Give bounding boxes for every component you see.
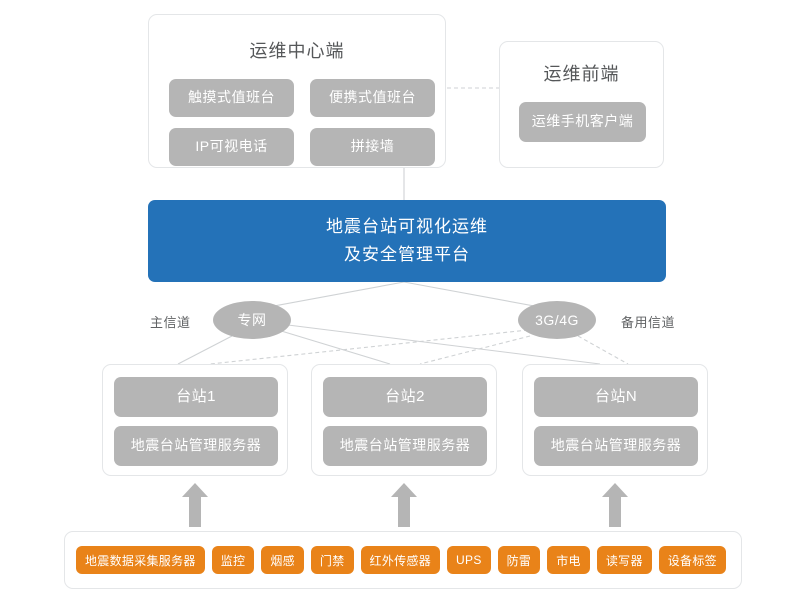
station-n-server[interactable]: 地震台站管理服务器 [534,426,698,466]
ops-center-panel: 运维中心端 触摸式值班台 便携式值班台 IP可视电话 拼接墙 [148,14,446,168]
main-channel-label: 主信道 [150,315,191,330]
ops-center-item-video-wall[interactable]: 拼接墙 [310,128,435,166]
station-n-name[interactable]: 台站N [534,377,698,417]
wire-zhuanwang-to-station1 [177,335,233,365]
ops-center-title: 运维中心端 [249,41,345,61]
device-tag-access-control[interactable]: 门禁 [310,546,354,574]
device-tag-reader[interactable]: 读写器 [596,546,652,574]
ops-frontend-item-mobile-client[interactable]: 运维手机客户端 [519,102,646,142]
ops-frontend-title: 运维前端 [543,64,620,84]
device-tag-ups[interactable]: UPS [447,546,491,574]
main-channel-node[interactable]: 专网 [213,301,291,339]
station-2-name[interactable]: 台站2 [323,377,487,417]
platform-bar[interactable]: 地震台站可视化运维 及安全管理平台 [148,200,666,282]
backup-channel-node[interactable]: 3G/4G [518,301,596,339]
station-1-server[interactable]: 地震台站管理服务器 [114,426,278,466]
up-arrow-icon-station-n [602,483,628,527]
ops-frontend-panel: 运维前端 运维手机客户端 [499,41,664,168]
station-card-1: 台站1 地震台站管理服务器 [102,364,288,476]
device-tag-equipment-label[interactable]: 设备标签 [658,546,726,574]
platform-title-line2: 及安全管理平台 [344,245,470,264]
device-tag-strip: 地震数据采集服务器 监控 烟感 门禁 红外传感器 UPS 防雷 市电 读写器 设… [64,531,742,589]
up-arrow-icon-station-1 [182,483,208,527]
up-arrow-icon-station-2 [391,483,417,527]
station-card-3: 台站N 地震台站管理服务器 [522,364,708,476]
wire-zhuanwang-to-station2 [277,329,391,365]
station-1-name[interactable]: 台站1 [114,377,278,417]
ops-center-item-portable-console[interactable]: 便携式值班台 [310,79,435,117]
device-tag-infrared-sensor[interactable]: 红外传感器 [360,546,441,574]
platform-title-line1: 地震台站可视化运维 [326,216,488,236]
station-card-2: 台站2 地震台站管理服务器 [311,364,497,476]
wire-3g4g-to-station3 [577,335,629,365]
device-tag-lightning-protection[interactable]: 防雷 [497,546,541,574]
device-tag-smoke-detector[interactable]: 烟感 [261,546,304,574]
ops-center-item-ip-video-phone[interactable]: IP可视电话 [169,128,294,166]
backup-channel-label: 备用信道 [621,315,676,330]
ops-center-item-touch-console[interactable]: 触摸式值班台 [169,79,294,117]
wire-3g4g-to-station2 [419,335,531,365]
device-tag-surveillance[interactable]: 监控 [211,546,255,574]
station-2-server[interactable]: 地震台站管理服务器 [323,426,487,466]
device-tag-data-acquisition-server[interactable]: 地震数据采集服务器 [76,546,205,574]
device-tag-mains-power[interactable]: 市电 [547,546,590,574]
